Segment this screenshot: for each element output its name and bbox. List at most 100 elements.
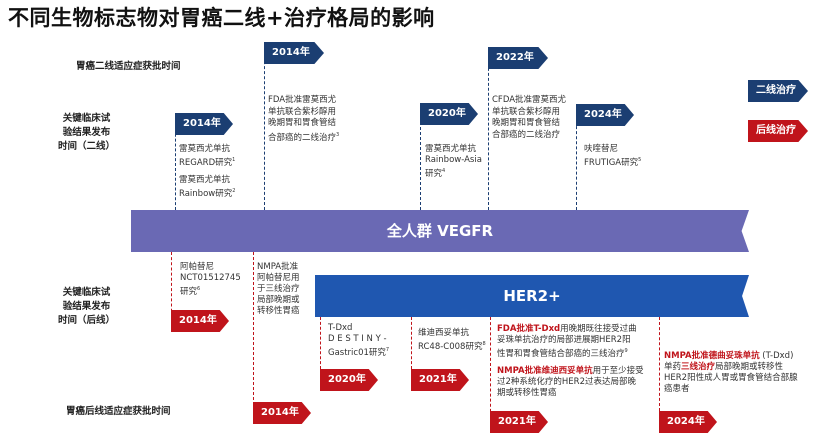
connector-line bbox=[175, 124, 176, 210]
note-2014-approval-later: NMPA批准 阿帕替尼用 于三线治疗 局部晚期或 转移性胃癌 bbox=[257, 262, 300, 317]
legend-later-line: 后线治疗 bbox=[748, 120, 808, 142]
connector-line bbox=[264, 46, 265, 210]
highlight-text: NMPA批准维迪西妥单抗 bbox=[497, 365, 593, 376]
note-line: NMPA批准 bbox=[257, 262, 299, 272]
year-flag-2014-approval-later: 2014年 bbox=[253, 402, 311, 424]
year-flag-2014-trial: 2014年 bbox=[175, 113, 233, 135]
connector-line bbox=[171, 252, 172, 322]
note-line: 晚期胃和胃食管结 bbox=[492, 118, 561, 128]
row-label-line: 时间（二线） bbox=[58, 141, 116, 152]
band-her2-label: HER2+ bbox=[503, 287, 561, 305]
note-2014-trial-later: 阿帕替尼 NCT01512745 研究6 bbox=[180, 262, 241, 298]
band-all-population bbox=[131, 210, 749, 252]
note-line: 妥珠单抗治疗的局部进展期HER2阳 bbox=[497, 335, 631, 345]
ref-sup: 2 bbox=[232, 187, 236, 194]
year-flag-2014-approval: 2014年 bbox=[264, 42, 324, 64]
highlight-text: NMPA批准德曲妥珠单抗 bbox=[664, 351, 760, 361]
note-line: 局部晚期或转移性 bbox=[715, 362, 784, 372]
row-label-line: 验结果发布 bbox=[62, 301, 111, 312]
note-line: 转移性胃癌 bbox=[257, 306, 300, 316]
note-line: 维迪西妥单抗 bbox=[418, 328, 470, 338]
note-line: 单抗联合紫杉醇用 bbox=[268, 106, 337, 117]
note-line: 期或转移性胃癌 bbox=[497, 387, 557, 398]
year-flag-2020-trial-later: 2020年 bbox=[320, 369, 378, 391]
note-line: FDA批准雷莫西尤 bbox=[268, 95, 337, 105]
row-label-line: 关键临床试 bbox=[62, 287, 111, 298]
connector-line bbox=[253, 252, 254, 410]
note-line: 雷莫西尤单抗 bbox=[179, 174, 231, 185]
year-flag-2022-approval: 2022年 bbox=[488, 47, 548, 69]
note-line: 局部晚期或 bbox=[257, 295, 300, 305]
note-line: CFDA批准雷莫西尤 bbox=[492, 95, 567, 105]
note-line: 性胃和胃食管结合部癌的三线治疗 bbox=[497, 348, 625, 359]
year-flag-2021-trial-later: 2021年 bbox=[411, 369, 469, 391]
ref-sup: 9 bbox=[624, 348, 628, 354]
note-line: 雷莫西尤单抗 bbox=[425, 144, 477, 154]
connector-line bbox=[659, 317, 660, 411]
band-all-population-label: 全人群 VEGFR bbox=[386, 222, 494, 240]
note-line: Gastric01研究 bbox=[328, 347, 386, 358]
note-line: FRUTIGA研究 bbox=[584, 157, 639, 168]
ref-sup: 1 bbox=[232, 157, 236, 163]
band-her2 bbox=[315, 275, 749, 317]
note-line: 用于至少接受 bbox=[592, 365, 644, 376]
connector-line bbox=[576, 116, 577, 210]
note-line: 过2种系统化疗的HER2过表达局部晚 bbox=[497, 376, 636, 387]
note-line: 研究 bbox=[425, 168, 443, 179]
ref-sup: 5 bbox=[638, 157, 642, 163]
note-line: 研究 bbox=[180, 286, 198, 297]
page-title: 不同生物标志物对胃癌二线+治疗格局的影响 bbox=[8, 6, 435, 30]
connector-line bbox=[411, 317, 412, 369]
note-line: 癌患者 bbox=[664, 384, 690, 394]
note-2020-trial: 雷莫西尤单抗 Rainbow-Asia 研究4 bbox=[425, 144, 482, 180]
note-2021-trial-later: 维迪西妥单抗 RC48-C008研究8 bbox=[418, 328, 486, 353]
ref-sup: 3 bbox=[336, 131, 340, 138]
note-line: 合部癌的二线治疗 bbox=[268, 132, 337, 143]
note-line: Rainbow-Asia bbox=[425, 155, 482, 165]
year-flag-2024-approval-later: 2024年 bbox=[659, 411, 717, 433]
year-flag-2014-trial-later: 2014年 bbox=[171, 310, 229, 332]
connector-line bbox=[320, 317, 321, 369]
highlight-text: FDA批准T-Dxd bbox=[497, 324, 561, 334]
note-line: HER2阳性成人胃或胃食管结合部腺 bbox=[664, 373, 798, 383]
connector-line bbox=[488, 58, 489, 210]
note-line: 阿帕替尼用 bbox=[257, 273, 300, 283]
ref-sup: 8 bbox=[482, 341, 486, 347]
ref-sup: 6 bbox=[197, 286, 201, 292]
ref-sup: 7 bbox=[385, 347, 390, 353]
year-flag-2021-approval-later: 2021年 bbox=[490, 411, 548, 433]
note-line: T-Dxd bbox=[328, 323, 353, 333]
note-2014-trial: 雷莫西尤单抗 REGARD研究1 雷莫西尤单抗 Rainbow研究2 bbox=[179, 144, 235, 200]
note-2020-trial-later: T-Dxd D E S T I N Y - Gastric01研究7 bbox=[328, 323, 389, 359]
note-2024-approval-later: NMPA批准德曲妥珠单抗 (T-Dxd) 单药三线治疗局部晚期或转移性 HER2… bbox=[664, 351, 798, 395]
row-label-second-line-approval: 胃癌二线适应症获批时间 bbox=[76, 61, 181, 72]
note-line: 单抗联合紫杉醇用 bbox=[492, 106, 561, 117]
note-line: 于三线治疗 bbox=[257, 284, 300, 294]
row-label-line: 时间（后线） bbox=[58, 315, 116, 326]
note-line: 用晚期既往接受过曲 bbox=[560, 324, 637, 334]
note-line: NCT01512745 bbox=[180, 273, 241, 283]
note-line: RC48-C008研究 bbox=[418, 341, 483, 352]
note-2022-approval: CFDA批准雷莫西尤 单抗联合紫杉醇用 晚期胃和胃食管结 合部癌的二线治疗 bbox=[492, 95, 566, 141]
note-line: (T-Dxd) bbox=[759, 351, 794, 361]
row-label-later-line-approval: 胃癌后线适应症获批时间 bbox=[66, 406, 171, 417]
note-2021-approval-later: FDA批准T-Dxd用晚期既往接受过曲 妥珠单抗治疗的局部进展期HER2阳 性胃… bbox=[497, 324, 644, 399]
connector-line bbox=[490, 317, 491, 417]
row-label-line: 关键临床试 bbox=[62, 113, 111, 124]
connector-line bbox=[420, 112, 421, 210]
row-label-line: 验结果发布 bbox=[62, 127, 111, 138]
note-line: D E S T I N Y - bbox=[328, 334, 387, 344]
legend-second-line: 二线治疗 bbox=[748, 80, 808, 102]
year-flag-2020-trial: 2020年 bbox=[420, 103, 478, 125]
note-line: 呋喹替尼 bbox=[584, 144, 619, 154]
note-line: REGARD研究 bbox=[179, 157, 233, 168]
note-line: 阿帕替尼 bbox=[180, 262, 215, 272]
ref-sup: 4 bbox=[442, 168, 446, 174]
note-line: 合部癌的二线治疗 bbox=[492, 129, 561, 140]
note-line: 雷莫西尤单抗 bbox=[179, 144, 231, 154]
note-2014-approval: FDA批准雷莫西尤 单抗联合紫杉醇用 晚期胃和胃食管结 合部癌的二线治疗3 bbox=[268, 95, 339, 144]
year-flag-2024-trial: 2024年 bbox=[576, 104, 634, 126]
note-2024-trial: 呋喹替尼 FRUTIGA研究5 bbox=[584, 144, 641, 169]
note-line: Rainbow研究 bbox=[179, 188, 233, 199]
row-label-later-line-trials: 关键临床试 验结果发布 时间（后线） bbox=[58, 286, 115, 328]
